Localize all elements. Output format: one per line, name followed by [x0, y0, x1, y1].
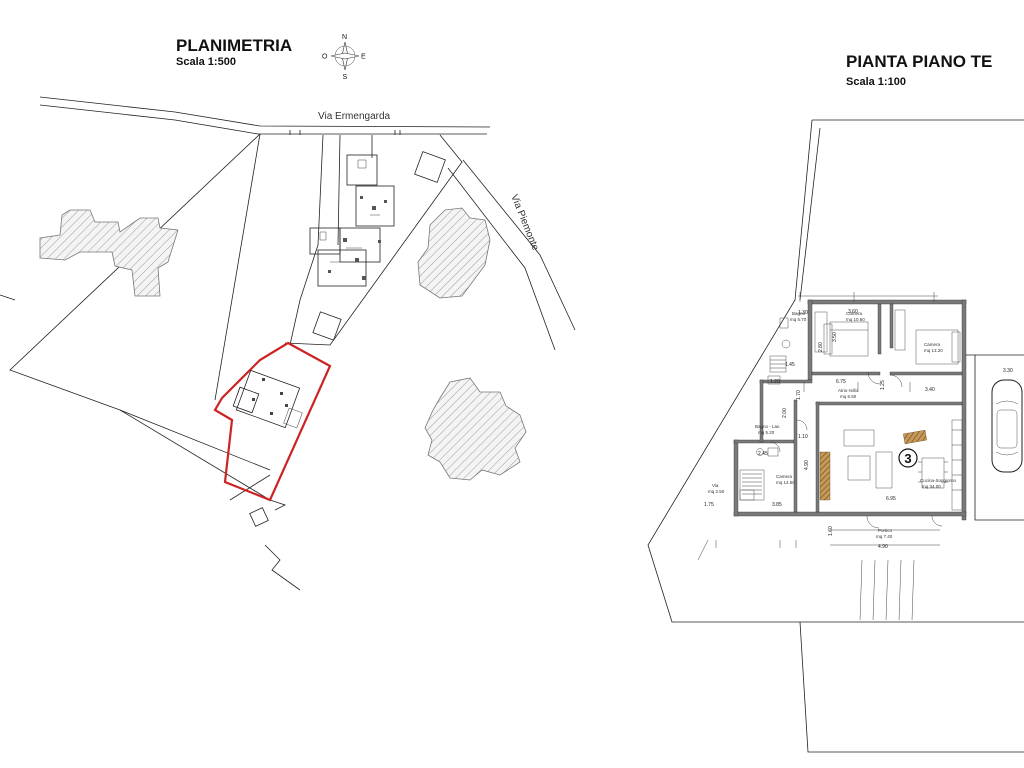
floor-plan-walls: [733, 299, 967, 521]
room-living-name: Cucina-Soggiorno: [920, 478, 957, 483]
existing-houses: [309, 154, 395, 287]
room-bath1-area: mq 5.70: [790, 317, 807, 322]
room-bed3-area: mq 14.50: [776, 480, 795, 485]
dim-label: 3.85: [772, 502, 782, 508]
dim-label: 3.60: [848, 309, 858, 315]
room-labels: Bagno mq 5.70 Camera mq 10.60 Camera mq …: [708, 311, 957, 539]
dim-label: 1.70: [796, 390, 802, 400]
dimension-ticks: [715, 292, 938, 548]
dim-label: 2.45: [758, 451, 768, 457]
room-bed2-area: mq 13.20: [924, 348, 943, 353]
site-plan-scale: Scala 1:500: [176, 56, 236, 68]
compass-n: N: [342, 34, 347, 41]
room-bed3-name: Camera: [776, 474, 793, 479]
dim-label: 1.75: [704, 502, 714, 508]
subject-lot-house: [232, 369, 303, 429]
dim-label: 4.90: [878, 544, 888, 550]
floor-plan-scale: Scala 1:100: [846, 76, 906, 88]
dim-label: 3.30: [1003, 368, 1013, 374]
room-bath1-name: Bagno: [792, 311, 806, 316]
dim-label: 1.25: [880, 380, 886, 390]
neighbour-building-1: [39, 209, 179, 297]
subject-lot-outline: [213, 341, 332, 502]
room-bed1-name: Camera: [846, 311, 863, 316]
dim-label: 2.00: [782, 408, 788, 418]
compass-o: O: [322, 54, 328, 61]
room-porch-name: Portico: [878, 528, 893, 533]
wood-panel: [819, 451, 831, 501]
dim-label: 1.45: [785, 362, 795, 368]
neighbour-building-2: [417, 207, 491, 299]
room-bath2-name: Bagno - Lav.: [755, 424, 780, 429]
floor-plan-title: PIANTA PIANO TE: [846, 52, 992, 71]
floor-plan: PIANTA PIANO TE Scala 1:100: [647, 52, 1024, 753]
dim-label: 1.20: [770, 379, 780, 385]
dim-label: 4.90: [804, 460, 810, 470]
room-porch-area: mq 7.40: [876, 534, 893, 539]
room-corridor-name: Via: [712, 483, 719, 488]
site-lines: [0, 96, 576, 591]
room-bed1-area: mq 10.60: [846, 317, 865, 322]
room-bed2-name: Camera: [924, 342, 941, 347]
floor-plan-lot-lines: [647, 119, 1024, 753]
unit-number: 3: [904, 451, 911, 466]
street-via-ermengarda: Via Ermengarda: [318, 111, 391, 122]
neighbour-building-3: [424, 377, 527, 481]
compass-e: E: [361, 54, 366, 61]
site-plan-title: PLANIMETRIA: [176, 36, 292, 55]
dim-label: 6.95: [886, 496, 896, 502]
dim-label: 1.60: [828, 526, 834, 536]
room-bath2-area: mq 5.20: [758, 430, 775, 435]
car-icon: [991, 379, 1023, 473]
site-plan: PLANIMETRIA Scala 1:500 N S E O Via Erme…: [0, 34, 576, 591]
room-hall-area: mq 6.50: [840, 394, 857, 399]
street-via-piemonte: Via Piemonte: [508, 193, 541, 253]
room-hall-name: Atrio-rsillo: [838, 388, 858, 393]
floor-plan-furniture: 3: [739, 309, 963, 529]
dim-label: 3.50: [832, 332, 838, 342]
room-corridor-area: mq 2.50: [708, 489, 725, 494]
dim-label: 2.80: [818, 342, 824, 352]
compass-rose-icon: N S E O: [322, 34, 366, 81]
wood-panel-2: [903, 429, 927, 445]
dim-label: 3.40: [925, 387, 935, 393]
dim-label: 6.75: [836, 379, 846, 385]
compass-s: S: [343, 74, 348, 81]
dimension-labels: 1.30 3.60 3.50 2.80 1.45 6.75 1.25 3.40 …: [704, 309, 1013, 550]
dim-label: 1.10: [798, 434, 808, 440]
room-living-area: mq 34.00: [922, 484, 941, 489]
dim-label: 1.30: [798, 310, 808, 316]
